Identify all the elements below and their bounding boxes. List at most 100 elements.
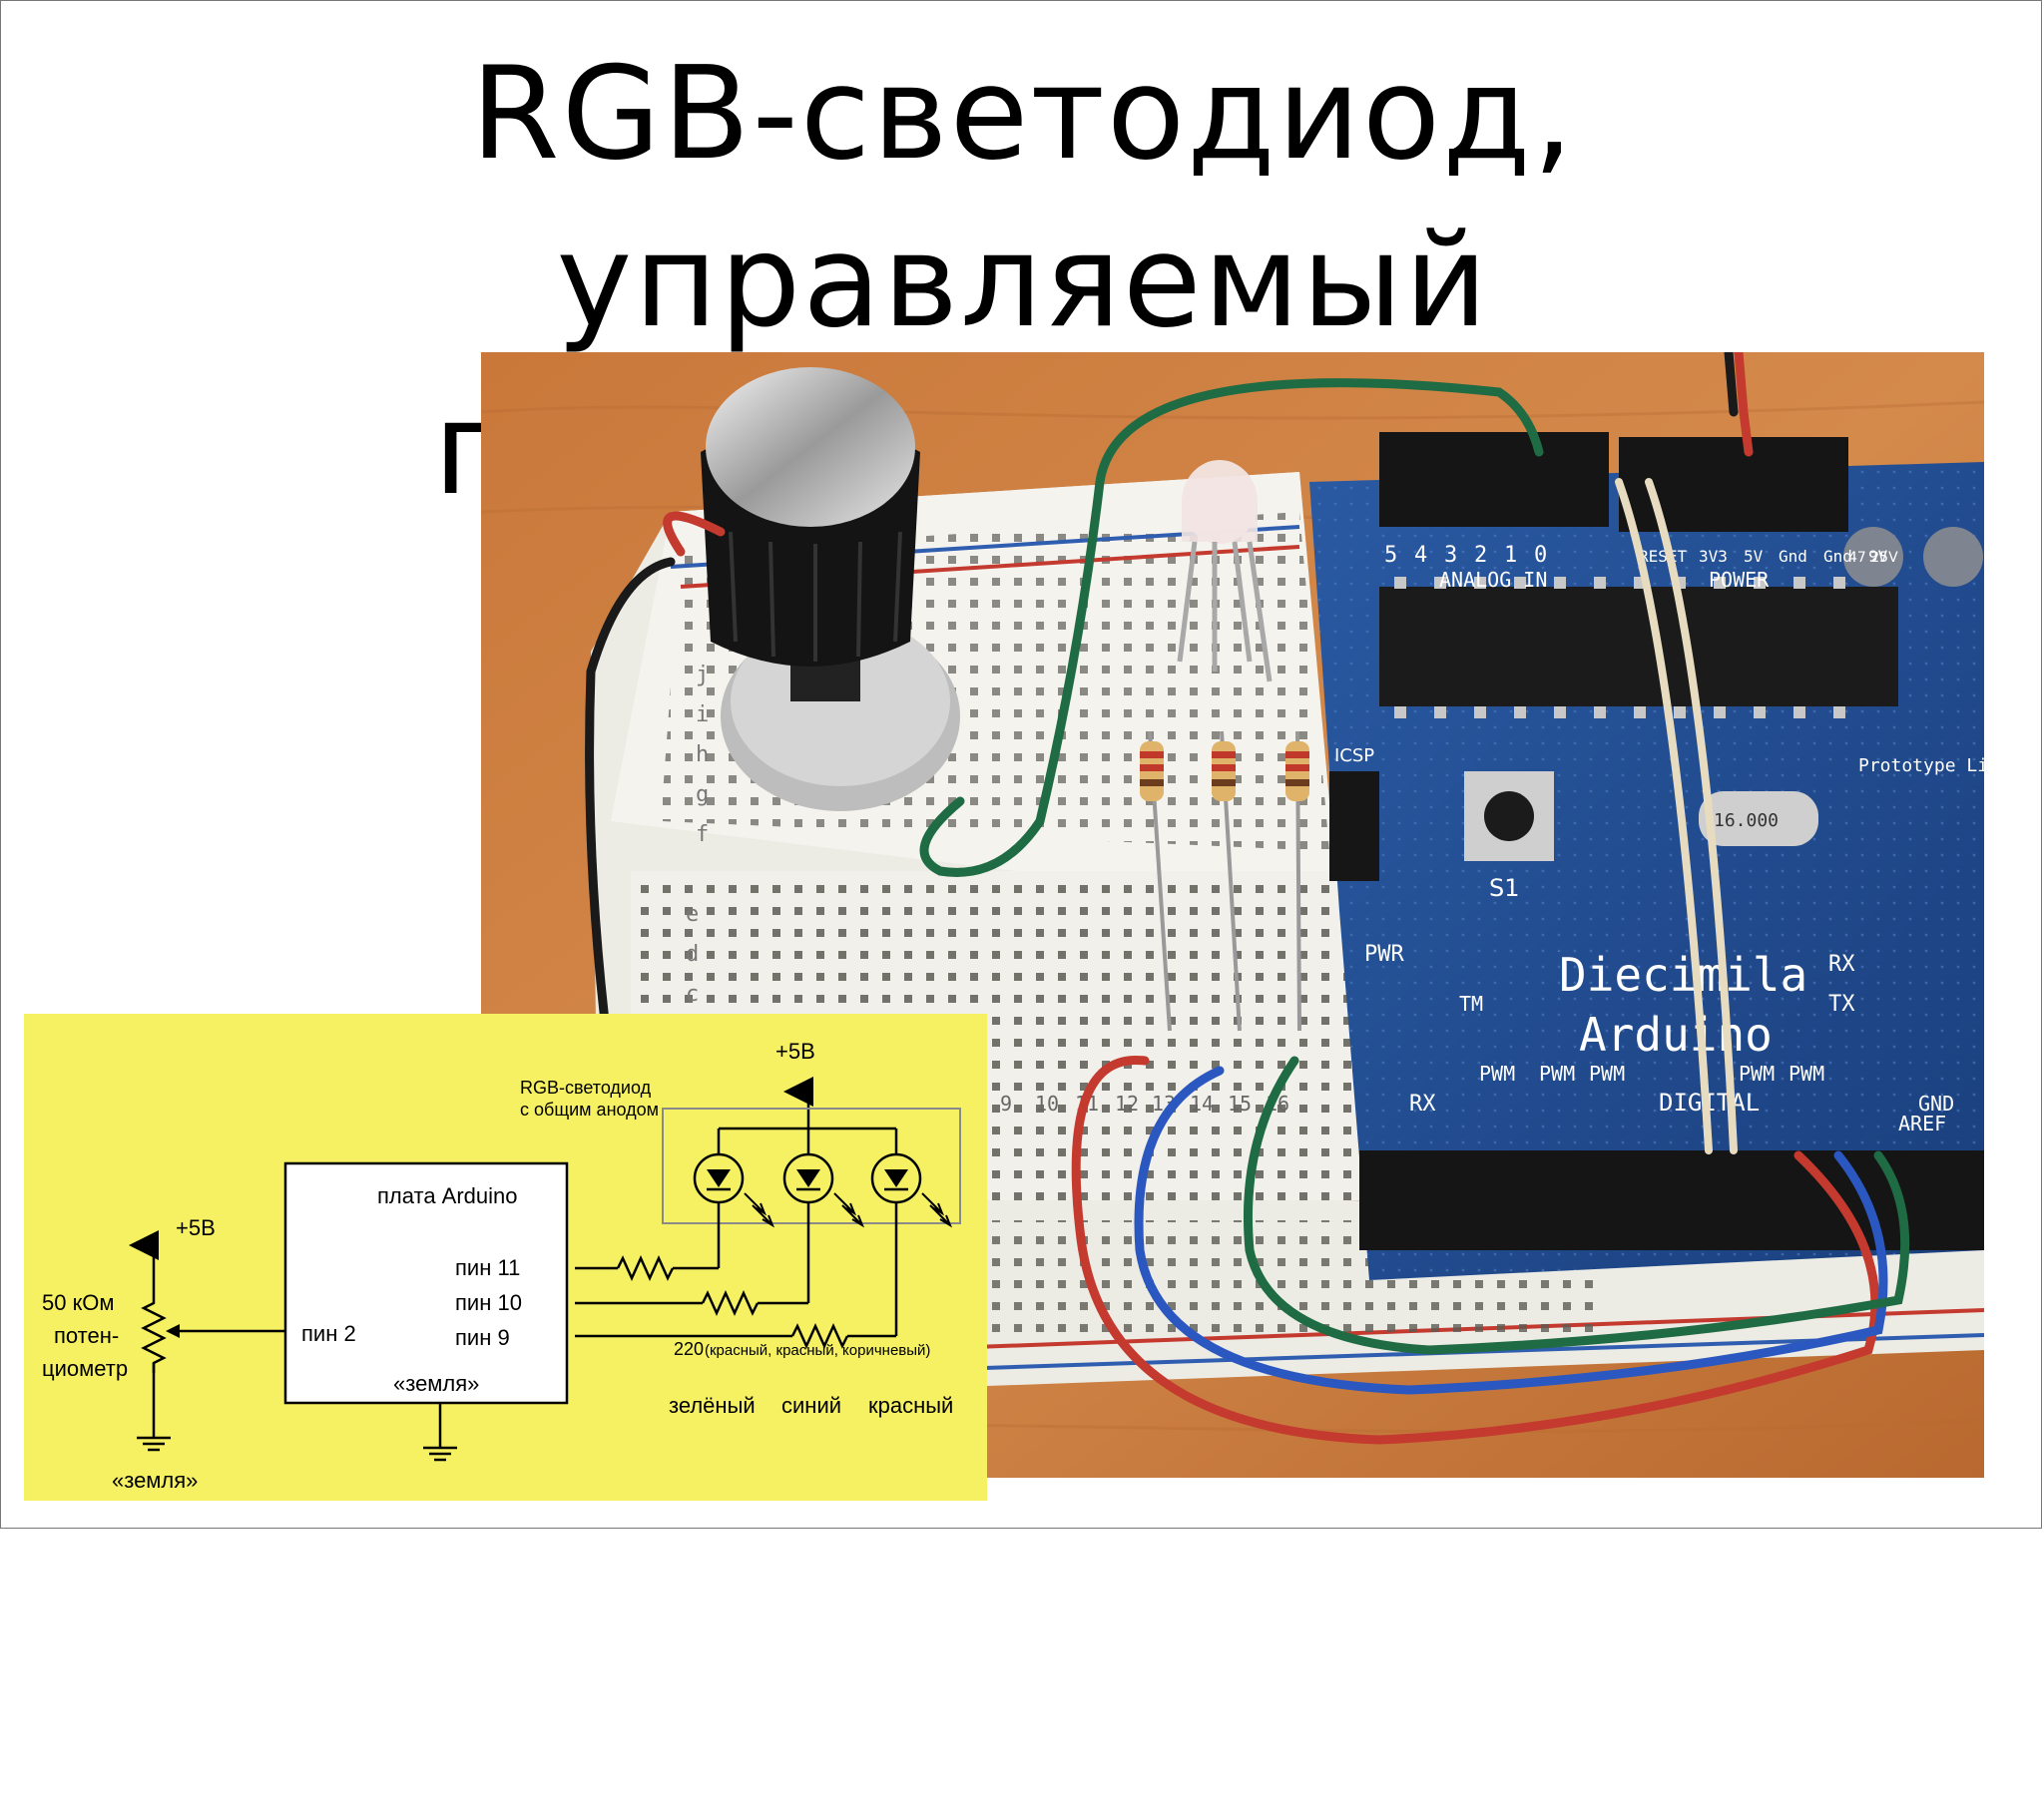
tx-led-label: TX (1828, 992, 1855, 1017)
green-wire-top (919, 378, 1544, 877)
analog-pin-3: 3 (1444, 543, 1457, 568)
potentiometer-symbol (141, 1293, 167, 1373)
led-caption-line-1: RGB-светодиод (520, 1078, 652, 1098)
resistors (1140, 730, 1309, 1032)
led-blue (782, 1129, 865, 1303)
pin-wires (575, 1254, 896, 1350)
row-i: i (696, 702, 709, 727)
pot-label-1: 50 кОм (42, 1290, 114, 1315)
resistor-blue (701, 1289, 760, 1317)
resistor-colors: (красный, красный, коричневый) (705, 1342, 930, 1359)
row-e: e (686, 902, 699, 927)
digital-header (1359, 1150, 1984, 1250)
slide: RGB-светодиод, управляемый потенциометро… (0, 0, 2042, 1529)
pot-label-3: циометр (42, 1356, 128, 1381)
color-label-red: красный (868, 1393, 953, 1418)
wires (585, 352, 1910, 1445)
led-caption-line-2: с общим анодом (520, 1100, 659, 1120)
row-g: g (696, 782, 709, 807)
aref-label: AREF (1898, 1112, 1946, 1135)
row-d: d (686, 942, 699, 967)
tm-label: TM (1459, 992, 1483, 1016)
capacitor-2 (1923, 527, 1983, 587)
analog-header (1379, 432, 1609, 527)
board-ground-label: «земля» (393, 1371, 479, 1396)
analog-in-label: ANALOG IN (1439, 568, 1547, 592)
pwr-label: PWR (1364, 942, 1404, 967)
pin-2-label: пин 2 (301, 1321, 356, 1346)
power-pin-reset: RESET (1639, 547, 1688, 566)
col-10: 10 (1035, 1092, 1059, 1116)
analog-pin-0: 0 (1534, 543, 1547, 568)
capacitor-label: 47 25V (1848, 550, 1898, 566)
supply-left-label: +5В (176, 1215, 216, 1240)
board-brand-label: Arduino (1579, 1008, 1773, 1062)
rubber-band-2 (1645, 478, 1738, 1154)
analog-pin-1: 1 (1504, 543, 1517, 568)
icsp-header (1329, 771, 1379, 881)
rubber-band (1615, 478, 1713, 1154)
schematic: RGB-светодиод с общим анодом +5В (24, 1014, 987, 1501)
potentiometer (701, 367, 960, 811)
pwm-label-3: PWM (1589, 1062, 1625, 1086)
pwm-label-4: PWM (1739, 1062, 1775, 1086)
arduino-label: плата Arduino (377, 1183, 518, 1208)
title-line-1: RGB-светодиод, управляемый (470, 40, 1576, 356)
green-wire (1243, 1056, 1910, 1355)
pin-10-label: пин 10 (455, 1290, 522, 1315)
red-wire-left (663, 511, 726, 557)
pin-9-label: пин 9 (455, 1325, 510, 1350)
reset-button-cap (1484, 791, 1534, 841)
col-9: 9 (1000, 1092, 1012, 1116)
color-label-green: зелёный (669, 1393, 756, 1418)
row-j: j (696, 663, 709, 687)
power-pin-3v3: 3V3 (1699, 547, 1728, 566)
atmega-chip (1379, 587, 1898, 706)
col-12: 12 (1115, 1092, 1139, 1116)
resistor-label: 220 (674, 1339, 704, 1359)
wiper-arrow (166, 1324, 180, 1338)
pot-ground-symbol (137, 1436, 171, 1452)
s1-label: S1 (1489, 874, 1520, 902)
resistor-red (790, 1322, 849, 1350)
icsp-label: ICSP (1334, 745, 1374, 766)
pot-ground-label: «земля» (112, 1468, 198, 1493)
breadboard-row-letters: j i h g f e d c b a (686, 663, 709, 1087)
crystal-label: 16.000 (1714, 810, 1779, 831)
power-pin-5v: 5V (1744, 547, 1764, 566)
pin-11-label: пин 11 (455, 1255, 520, 1280)
color-label-blue: синий (781, 1393, 841, 1418)
red-wire-top (1734, 352, 1754, 457)
analog-pin-2: 2 (1474, 543, 1487, 568)
row-f: f (696, 822, 709, 847)
col-14: 14 (1190, 1092, 1214, 1116)
rgb-led (1177, 460, 1273, 682)
row-c: c (686, 982, 699, 1007)
board-ground-symbol (423, 1403, 457, 1462)
pot-label-2: потен- (54, 1323, 119, 1348)
led-green (693, 1129, 775, 1268)
capacitor (1843, 527, 1903, 587)
row-h: h (696, 742, 709, 767)
prototype-label: Prototype Limited Edition (1858, 755, 1984, 776)
led-enclosure (662, 1108, 961, 1224)
red-wire (1071, 1055, 1880, 1445)
pwm-label-5: PWM (1788, 1062, 1824, 1086)
gnd-label: GND (1918, 1092, 1954, 1116)
crystal (1699, 791, 1818, 846)
analog-pin-5: 5 (1384, 543, 1397, 568)
pwm-label-1: PWM (1479, 1062, 1515, 1086)
knob-cap (706, 367, 915, 527)
resistor-green (616, 1254, 675, 1282)
black-wire-top (1724, 352, 1739, 417)
led-red (870, 1129, 953, 1336)
pwm-label-2: PWM (1539, 1062, 1575, 1086)
power-pin-gnd-2: Gnd (1823, 547, 1852, 566)
rx-label: RX (1409, 1092, 1436, 1117)
power-pin-9v: 9V (1868, 547, 1888, 566)
arduino-board: 16.000 S1 ICSP 47 25V 5 4 3 2 1 0 ANALOG… (1309, 432, 1984, 1280)
arduino-box (283, 1161, 569, 1405)
rx-led-label: RX (1828, 952, 1855, 977)
supply-top-label: +5В (775, 1039, 815, 1064)
power-pin-gnd-1: Gnd (1779, 547, 1807, 566)
